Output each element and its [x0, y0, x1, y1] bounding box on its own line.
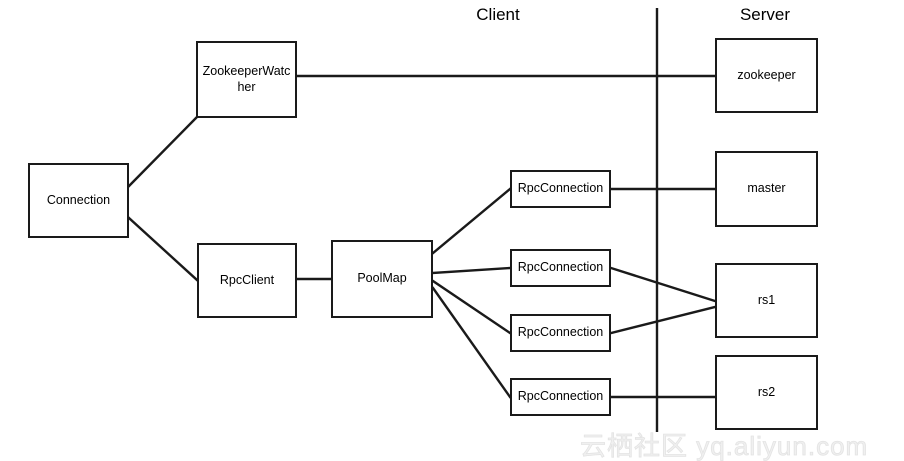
node-rs2[interactable]: rs2 — [715, 355, 818, 430]
edge-connection-to-rpcclient — [127, 216, 199, 282]
edge-poolmap-to-rpcconnection4 — [431, 286, 512, 399]
edge-connection-to-zookeeperwatcher — [127, 116, 198, 188]
node-poolmap[interactable]: PoolMap — [331, 240, 433, 318]
node-label-rs2: rs2 — [757, 384, 776, 399]
node-rpcconnection1[interactable]: RpcConnection — [510, 170, 611, 208]
zone-label-server: Server — [739, 5, 791, 24]
node-rpcclient[interactable]: RpcClient — [197, 243, 297, 318]
node-label-master: master — [747, 181, 786, 196]
node-label-zookeeper: zookeeper — [737, 67, 796, 82]
node-label-rpcclient: RpcClient — [219, 272, 275, 287]
edge-poolmap-to-rpcconnection2 — [431, 266, 512, 275]
zone-label-client: Client — [476, 5, 520, 24]
node-label-rpcconnection3: RpcConnection — [517, 325, 604, 340]
edge-rpcconnection2-to-rs1 — [609, 266, 717, 303]
watermark: 云栖社区 yq.aliyun.com — [580, 431, 869, 461]
node-rpcconnection3[interactable]: RpcConnection — [510, 314, 611, 352]
node-label-rpcconnection2: RpcConnection — [517, 260, 604, 275]
node-connection[interactable]: Connection — [28, 163, 129, 238]
edge-rpcconnection3-to-rs1 — [609, 305, 717, 335]
node-label-connection: Connection — [46, 192, 111, 207]
node-rs1[interactable]: rs1 — [715, 263, 818, 338]
node-rpcconnection4[interactable]: RpcConnection — [510, 378, 611, 416]
node-label-poolmap: PoolMap — [357, 271, 407, 286]
node-label-zookeeperwatcher: ZookeeperWatcher — [202, 63, 291, 94]
edge-poolmap-to-rpcconnection1 — [431, 187, 512, 255]
edge-poolmap-to-rpcconnection3 — [431, 279, 512, 335]
node-label-rpcconnection1: RpcConnection — [517, 181, 604, 196]
node-label-rpcconnection4: RpcConnection — [517, 389, 604, 404]
node-zookeeper[interactable]: zookeeper — [715, 38, 818, 113]
node-label-rs1: rs1 — [757, 292, 776, 307]
node-master[interactable]: master — [715, 151, 818, 227]
node-rpcconnection2[interactable]: RpcConnection — [510, 249, 611, 287]
node-zookeeperwatcher[interactable]: ZookeeperWatcher — [196, 41, 297, 118]
